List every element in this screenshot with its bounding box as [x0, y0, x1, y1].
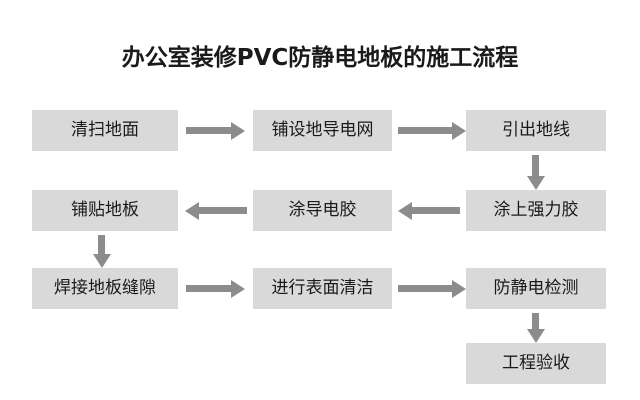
flow-node-apply-conductive-adhesive[interactable]: 涂导电胶 [253, 190, 392, 231]
arrow-n7-to-n8 [186, 279, 245, 298]
arrow-n1-to-n2 [186, 121, 245, 140]
flow-node-surface-cleaning[interactable]: 进行表面清洁 [253, 268, 392, 309]
flow-node-apply-strong-glue[interactable]: 涂上强力胶 [466, 190, 606, 231]
flow-node-lay-conductive-grid[interactable]: 铺设地导电网 [253, 110, 392, 151]
flow-node-project-acceptance[interactable]: 工程验收 [466, 343, 606, 384]
page-title: 办公室装修PVC防静电地板的施工流程 [121, 45, 519, 71]
flow-node-lead-out-ground-wire[interactable]: 引出地线 [466, 110, 606, 151]
arrow-n2-to-n3 [398, 121, 466, 140]
flow-node-clean-floor[interactable]: 清扫地面 [32, 110, 178, 151]
flow-node-lay-floor-tiles[interactable]: 铺贴地板 [32, 190, 178, 231]
arrow-n8-to-n9 [398, 279, 466, 298]
arrow-n3-to-n4 [526, 155, 545, 190]
arrow-n4-to-n5 [398, 201, 460, 220]
flow-node-antistatic-test[interactable]: 防静电检测 [466, 268, 606, 309]
arrow-n5-to-n6 [185, 201, 247, 220]
flow-node-weld-floor-seams[interactable]: 焊接地板缝隙 [32, 268, 178, 309]
arrow-n6-to-n7 [92, 235, 111, 268]
arrow-n9-to-n10 [526, 313, 545, 343]
